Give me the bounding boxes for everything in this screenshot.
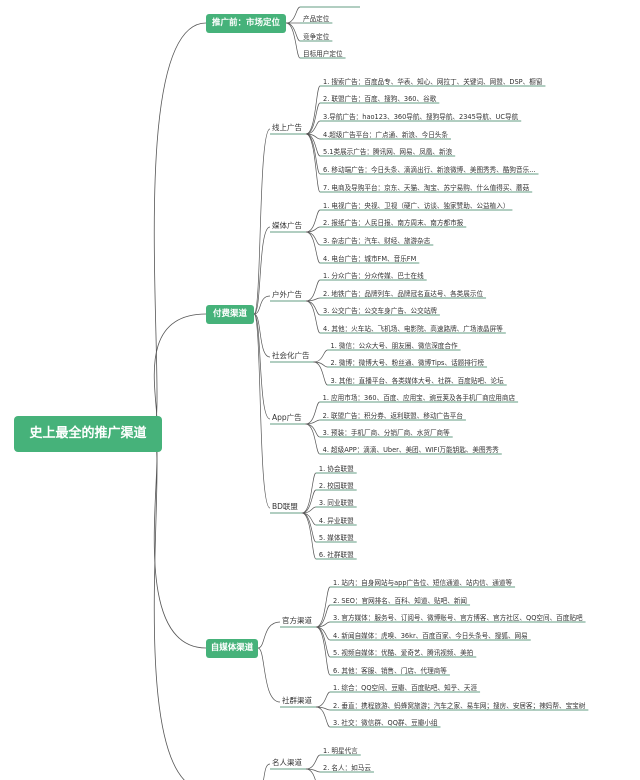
leaf-connector bbox=[305, 300, 321, 334]
leaf-item: 目标用户定位 bbox=[303, 50, 343, 58]
leaf-connector bbox=[305, 231, 321, 264]
leaf-item: 4. 超级APP：滴滴、Uber、美团、WIFI万能钥匙、美图秀秀 bbox=[322, 446, 499, 454]
leaf-item: 4.超级广告平台：广点通、新浪、今日头条 bbox=[323, 131, 448, 139]
leaf-item: 3. 其他：直播平台、各类媒体大号、社群、百度贴吧、论坛 bbox=[330, 377, 504, 385]
sub-branch-label: 线上广告 bbox=[272, 123, 302, 132]
leaf-connector bbox=[305, 226, 321, 233]
leaf-item: 竞争定位 bbox=[303, 33, 330, 41]
leaf-item: 4. 其他：火车站、飞机场、电影院、高速路牌、广场液晶屏等 bbox=[323, 325, 503, 333]
leaf-item: 产品定位 bbox=[303, 15, 330, 23]
sub-connector bbox=[253, 313, 271, 420]
sub-connector bbox=[263, 763, 271, 780]
leaf-connector bbox=[305, 401, 320, 425]
sub-branch-label: 名人渠道 bbox=[272, 758, 302, 767]
leaf-connector bbox=[315, 586, 331, 628]
leaf-connector bbox=[305, 102, 321, 135]
branch-node: 自媒体渠道 bbox=[206, 639, 258, 658]
sub-connector bbox=[253, 313, 271, 509]
branch-connector bbox=[151, 433, 185, 780]
leaf-item: 3. 预装：手机厂商、分销厂商、水货厂商等 bbox=[322, 429, 450, 437]
leaf-item: 3. 同业联盟 bbox=[318, 499, 354, 507]
leaf-connector bbox=[315, 706, 331, 728]
leaf-item: 2. 垂直：携程旅游、蚂蜂窝旅游；汽车之家、易车网；搜房、安居客；辣妈帮、宝宝树 bbox=[333, 702, 586, 710]
leaf-item: 1. 应用市场：360、百度、应用宝、豌豆荚及各手机厂商应用商店 bbox=[322, 394, 516, 402]
sub-connector bbox=[253, 128, 271, 315]
leaf-item: 2. 名人：如马云 bbox=[323, 764, 371, 772]
leaf-item: 6. 其他：客服、销售、门店、代理商等 bbox=[333, 667, 447, 675]
leaf-item: 5.1类展示广告：腾讯网、网易、凤凰、新浪 bbox=[323, 148, 453, 156]
root-node: 史上最全的推广渠道 bbox=[14, 416, 162, 452]
leaf-item: 5. 视频自媒体：优酷、爱奇艺、腾讯视频、美拍 bbox=[333, 649, 474, 657]
leaf-item: 4. 电台广告：城市FM、音乐FM bbox=[323, 255, 417, 263]
leaf-item: 2. 报纸广告：人民日报、南方周末、南方都市报 bbox=[323, 219, 464, 227]
leaf-connector bbox=[305, 133, 321, 193]
sub-branch-label: App广告 bbox=[272, 413, 302, 422]
leaf-item: 3.导航广告：hao123、360导航、搜狗导航、2345导航、UC导航 bbox=[323, 113, 519, 121]
leaf-connector bbox=[315, 626, 331, 658]
sub-connector bbox=[253, 226, 271, 315]
leaf-connector bbox=[313, 361, 328, 386]
leaf-connector bbox=[305, 209, 321, 233]
leaf-connector bbox=[305, 279, 321, 302]
leaf-item: 6. 移动端广告：今日头条、滴滴出行、新浪微博、美图秀秀、酷狗音乐... bbox=[323, 166, 536, 174]
leaf-item: 2. 联盟广告：百度、搜狗、360、谷歌 bbox=[323, 95, 437, 103]
sub-connector bbox=[253, 295, 271, 315]
leaf-item: 1. 明星代言 bbox=[323, 747, 358, 755]
leaf-item: 1. 微信：公众大号、朋友圈、微信深度合作 bbox=[330, 342, 458, 350]
leaf-item: 1. 电视广告：央视、卫视（硬广、访谈、独家赞助、公益植入） bbox=[323, 202, 510, 210]
leaf-item: 3. 公交广告：公交车身广告、公交站牌 bbox=[323, 307, 437, 315]
leaf-connector bbox=[305, 231, 321, 246]
leaf-connector bbox=[305, 423, 320, 455]
leaf-item: 1. 站内：自身网站与app广告位、短信通道、站内信、通道等 bbox=[333, 579, 513, 587]
leaf-connector bbox=[305, 754, 321, 770]
branch-node: 付费渠道 bbox=[206, 305, 254, 324]
leaf-item: 2. 联盟广告：积分券、返利联盟、移动广告平台 bbox=[322, 412, 463, 420]
leaf-item: 7. 电商及导购平台：京东、天猫、淘宝、苏宁易购、什么值得买、蘑菇 bbox=[323, 184, 530, 192]
sub-branch-label: 官方渠道 bbox=[282, 616, 312, 625]
leaf-connector bbox=[315, 621, 331, 628]
leaf-item: 3. 社交：微信群、QQ群、豆瓣小组 bbox=[333, 719, 438, 727]
leaf-item: 2. SEO：官网排名、百科、知道、贴吧、新闻 bbox=[333, 597, 468, 605]
leaf-item: 1. 分众广告：分众传媒、巴士在线 bbox=[323, 272, 424, 280]
leaf-item: 1. 综合：QQ空间、豆瓣、百度贴吧、知乎、天涯 bbox=[333, 684, 478, 692]
leaf-item: 4. 异业联盟 bbox=[318, 517, 354, 525]
leaf-connector bbox=[305, 768, 316, 780]
leaf-connector bbox=[301, 489, 317, 514]
leaf-item: 2. 微博：微博大号、粉丝通、微博Tips、话题排行榜 bbox=[330, 359, 485, 367]
leaf-item: 2. 校园联盟 bbox=[318, 482, 354, 490]
leaf-item: 3. 官方媒体：服务号、订阅号、微博账号、官方博客、官方社区、QQ空间、百度贴吧 bbox=[333, 614, 583, 622]
sub-branch-label: 社会化广告 bbox=[272, 351, 310, 360]
leaf-connector bbox=[315, 691, 331, 708]
leaf-connector bbox=[301, 512, 317, 543]
leaf-item: 6. 社群联盟 bbox=[318, 551, 354, 559]
leaf-connector bbox=[315, 604, 331, 628]
leaf-item: 1. 协会联盟 bbox=[318, 465, 354, 473]
branch-connector bbox=[151, 22, 207, 435]
leaf-connector bbox=[305, 120, 321, 135]
leaf-connector bbox=[301, 472, 317, 514]
leaf-item: 1. 搜索广告：百度品专、华表、知心、网拉丁、关键词、网盟、DSP、橱窗 bbox=[323, 78, 543, 86]
branch-node: 推广前：市场定位 bbox=[206, 14, 286, 33]
leaf-item: 4. 新闻自媒体：虎嗅、36kr、百度百家、今日头条号、搜狐、网易 bbox=[333, 632, 528, 640]
sub-branch-label: 社群渠道 bbox=[282, 696, 312, 705]
leaf-connector bbox=[285, 22, 301, 59]
sub-branch-label: 户外广告 bbox=[272, 290, 302, 299]
leaf-connector bbox=[285, 6, 301, 24]
sub-branch-label: BD联盟 bbox=[272, 502, 298, 511]
branch-connector bbox=[151, 433, 207, 649]
leaf-connector bbox=[301, 506, 316, 514]
sub-connector bbox=[257, 621, 281, 649]
leaf-item: 2. 地铁广告：品牌列车、品牌冠名直达号、各类展示位 bbox=[323, 290, 484, 298]
sub-branch-label: 媒体广告 bbox=[272, 221, 302, 230]
leaf-item: 5. 媒体联盟 bbox=[318, 534, 354, 542]
leaf-connector bbox=[313, 349, 328, 363]
sub-connector bbox=[257, 647, 281, 703]
leaf-item: 3. 杂志广告：汽车、财经、旅游杂志 bbox=[323, 237, 431, 245]
